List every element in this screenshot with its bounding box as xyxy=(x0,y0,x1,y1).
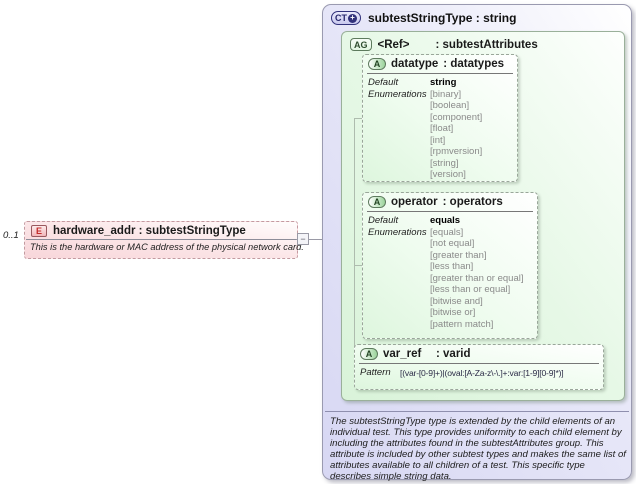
enumeration-item: [equals] xyxy=(430,226,464,238)
description-divider xyxy=(325,411,629,412)
element-title: hardware_addr : subtestStringType xyxy=(53,225,246,237)
element-box-hardware-addr[interactable]: E hardware_addr : subtestStringType This… xyxy=(24,221,304,259)
attribute-name: operator xyxy=(391,196,438,208)
attribute-facets: Default Enumerations string [binary][boo… xyxy=(363,74,517,183)
enumeration-item: [binary] xyxy=(430,88,462,100)
default-label: Default xyxy=(368,77,399,88)
attribute-group-badge-icon: AG xyxy=(350,38,372,51)
connector-stub xyxy=(354,265,362,266)
complex-type-header: CT+ subtestStringType : string xyxy=(331,11,516,25)
complex-type-box[interactable]: CT+ subtestStringType : string AG <Ref> … xyxy=(322,4,632,482)
enumeration-item: [boolean] xyxy=(430,100,470,111)
plus-icon: + xyxy=(348,13,357,23)
default-value: equals xyxy=(430,215,461,226)
enumeration-item: [rpmversion] xyxy=(430,146,483,157)
connector-stub xyxy=(354,118,362,119)
enumeration-item: [float] xyxy=(430,123,454,134)
complex-type-badge-icon: CT+ xyxy=(331,11,361,25)
pattern-label: Pattern xyxy=(360,367,391,378)
attribute-box-var-ref[interactable]: A var_ref : varid Pattern [(var-[0-9]+)|… xyxy=(354,344,604,390)
enumeration-item: [less than or equal] xyxy=(430,284,511,295)
attribute-badge-icon: A xyxy=(368,58,386,70)
attribute-name: datatype xyxy=(391,58,439,70)
attribute-type: : datatypes xyxy=(443,58,505,70)
enumeration-list: [binary][boolean][component][float][int]… xyxy=(430,89,515,181)
enumeration-item: [version] xyxy=(430,169,466,180)
attribute-facets: Pattern [(var-[0-9]+)|(oval:[A-Za-z\-\.]… xyxy=(355,364,603,380)
attribute-group-ref: <Ref> xyxy=(377,38,410,51)
default-label: Default xyxy=(368,215,399,226)
enumeration-item: [greater than or equal] xyxy=(430,272,524,284)
complex-type-title: subtestStringType : string xyxy=(368,11,517,25)
connector-spine xyxy=(354,118,355,367)
enumeration-item: [bitwise or] xyxy=(430,307,476,318)
collapse-toggle-icon[interactable]: − xyxy=(297,233,309,245)
enumeration-item: [less than] xyxy=(430,261,474,272)
enumeration-item: [int] xyxy=(430,134,446,146)
default-value: string xyxy=(430,77,457,88)
attribute-badge-icon: A xyxy=(360,348,378,360)
enumerations-label: Enumerations xyxy=(368,226,427,238)
element-header: E hardware_addr : subtestStringType xyxy=(26,222,296,240)
enumeration-item: [greater than] xyxy=(430,249,487,261)
attribute-box-datatype[interactable]: A datatype : datatypes Default Enumerati… xyxy=(362,54,518,182)
enumerations-label: Enumerations xyxy=(368,88,427,100)
enumeration-item: [pattern match] xyxy=(430,318,494,330)
attribute-badge-icon: A xyxy=(368,196,386,208)
enumeration-list: [equals][not equal][greater than][less t… xyxy=(430,227,535,331)
attribute-group-type: : subtestAttributes xyxy=(435,38,538,51)
element-name: hardware_addr xyxy=(53,225,136,237)
type-description: The subtestStringType type is extended b… xyxy=(330,416,626,482)
enumeration-item: [not equal] xyxy=(430,238,475,249)
element-badge-icon: E xyxy=(31,225,47,237)
complex-type-badge-text: CT xyxy=(335,13,347,23)
element-type: : subtestStringType xyxy=(138,225,246,237)
occurrence-label: 0..1 xyxy=(3,230,19,241)
enumeration-item: [string] xyxy=(430,157,459,169)
attribute-name: var_ref xyxy=(383,348,422,360)
enumeration-item: [bitwise and] xyxy=(430,295,483,307)
attribute-type: : operators xyxy=(442,196,503,208)
attribute-group-header: AG <Ref> : subtestAttributes xyxy=(350,38,538,51)
enumeration-item: [component] xyxy=(430,111,483,123)
attribute-header: A operator : operators xyxy=(367,193,533,212)
attribute-header: A var_ref : varid xyxy=(359,345,599,364)
attribute-type: : varid xyxy=(436,348,471,360)
attribute-header: A datatype : datatypes xyxy=(367,55,513,74)
attribute-facets: Default Enumerations equals [equals][not… xyxy=(363,212,537,332)
pattern-value: [(var-[0-9]+)|(oval:[A-Za-z\-\.]+:var:[1… xyxy=(400,367,564,378)
connector-line xyxy=(296,239,322,240)
attribute-group-box[interactable]: AG <Ref> : subtestAttributes A datatype … xyxy=(341,31,625,401)
element-annotation: This is the hardware or MAC address of t… xyxy=(30,242,304,252)
attribute-box-operator[interactable]: A operator : operators Default Enumerati… xyxy=(362,192,538,339)
